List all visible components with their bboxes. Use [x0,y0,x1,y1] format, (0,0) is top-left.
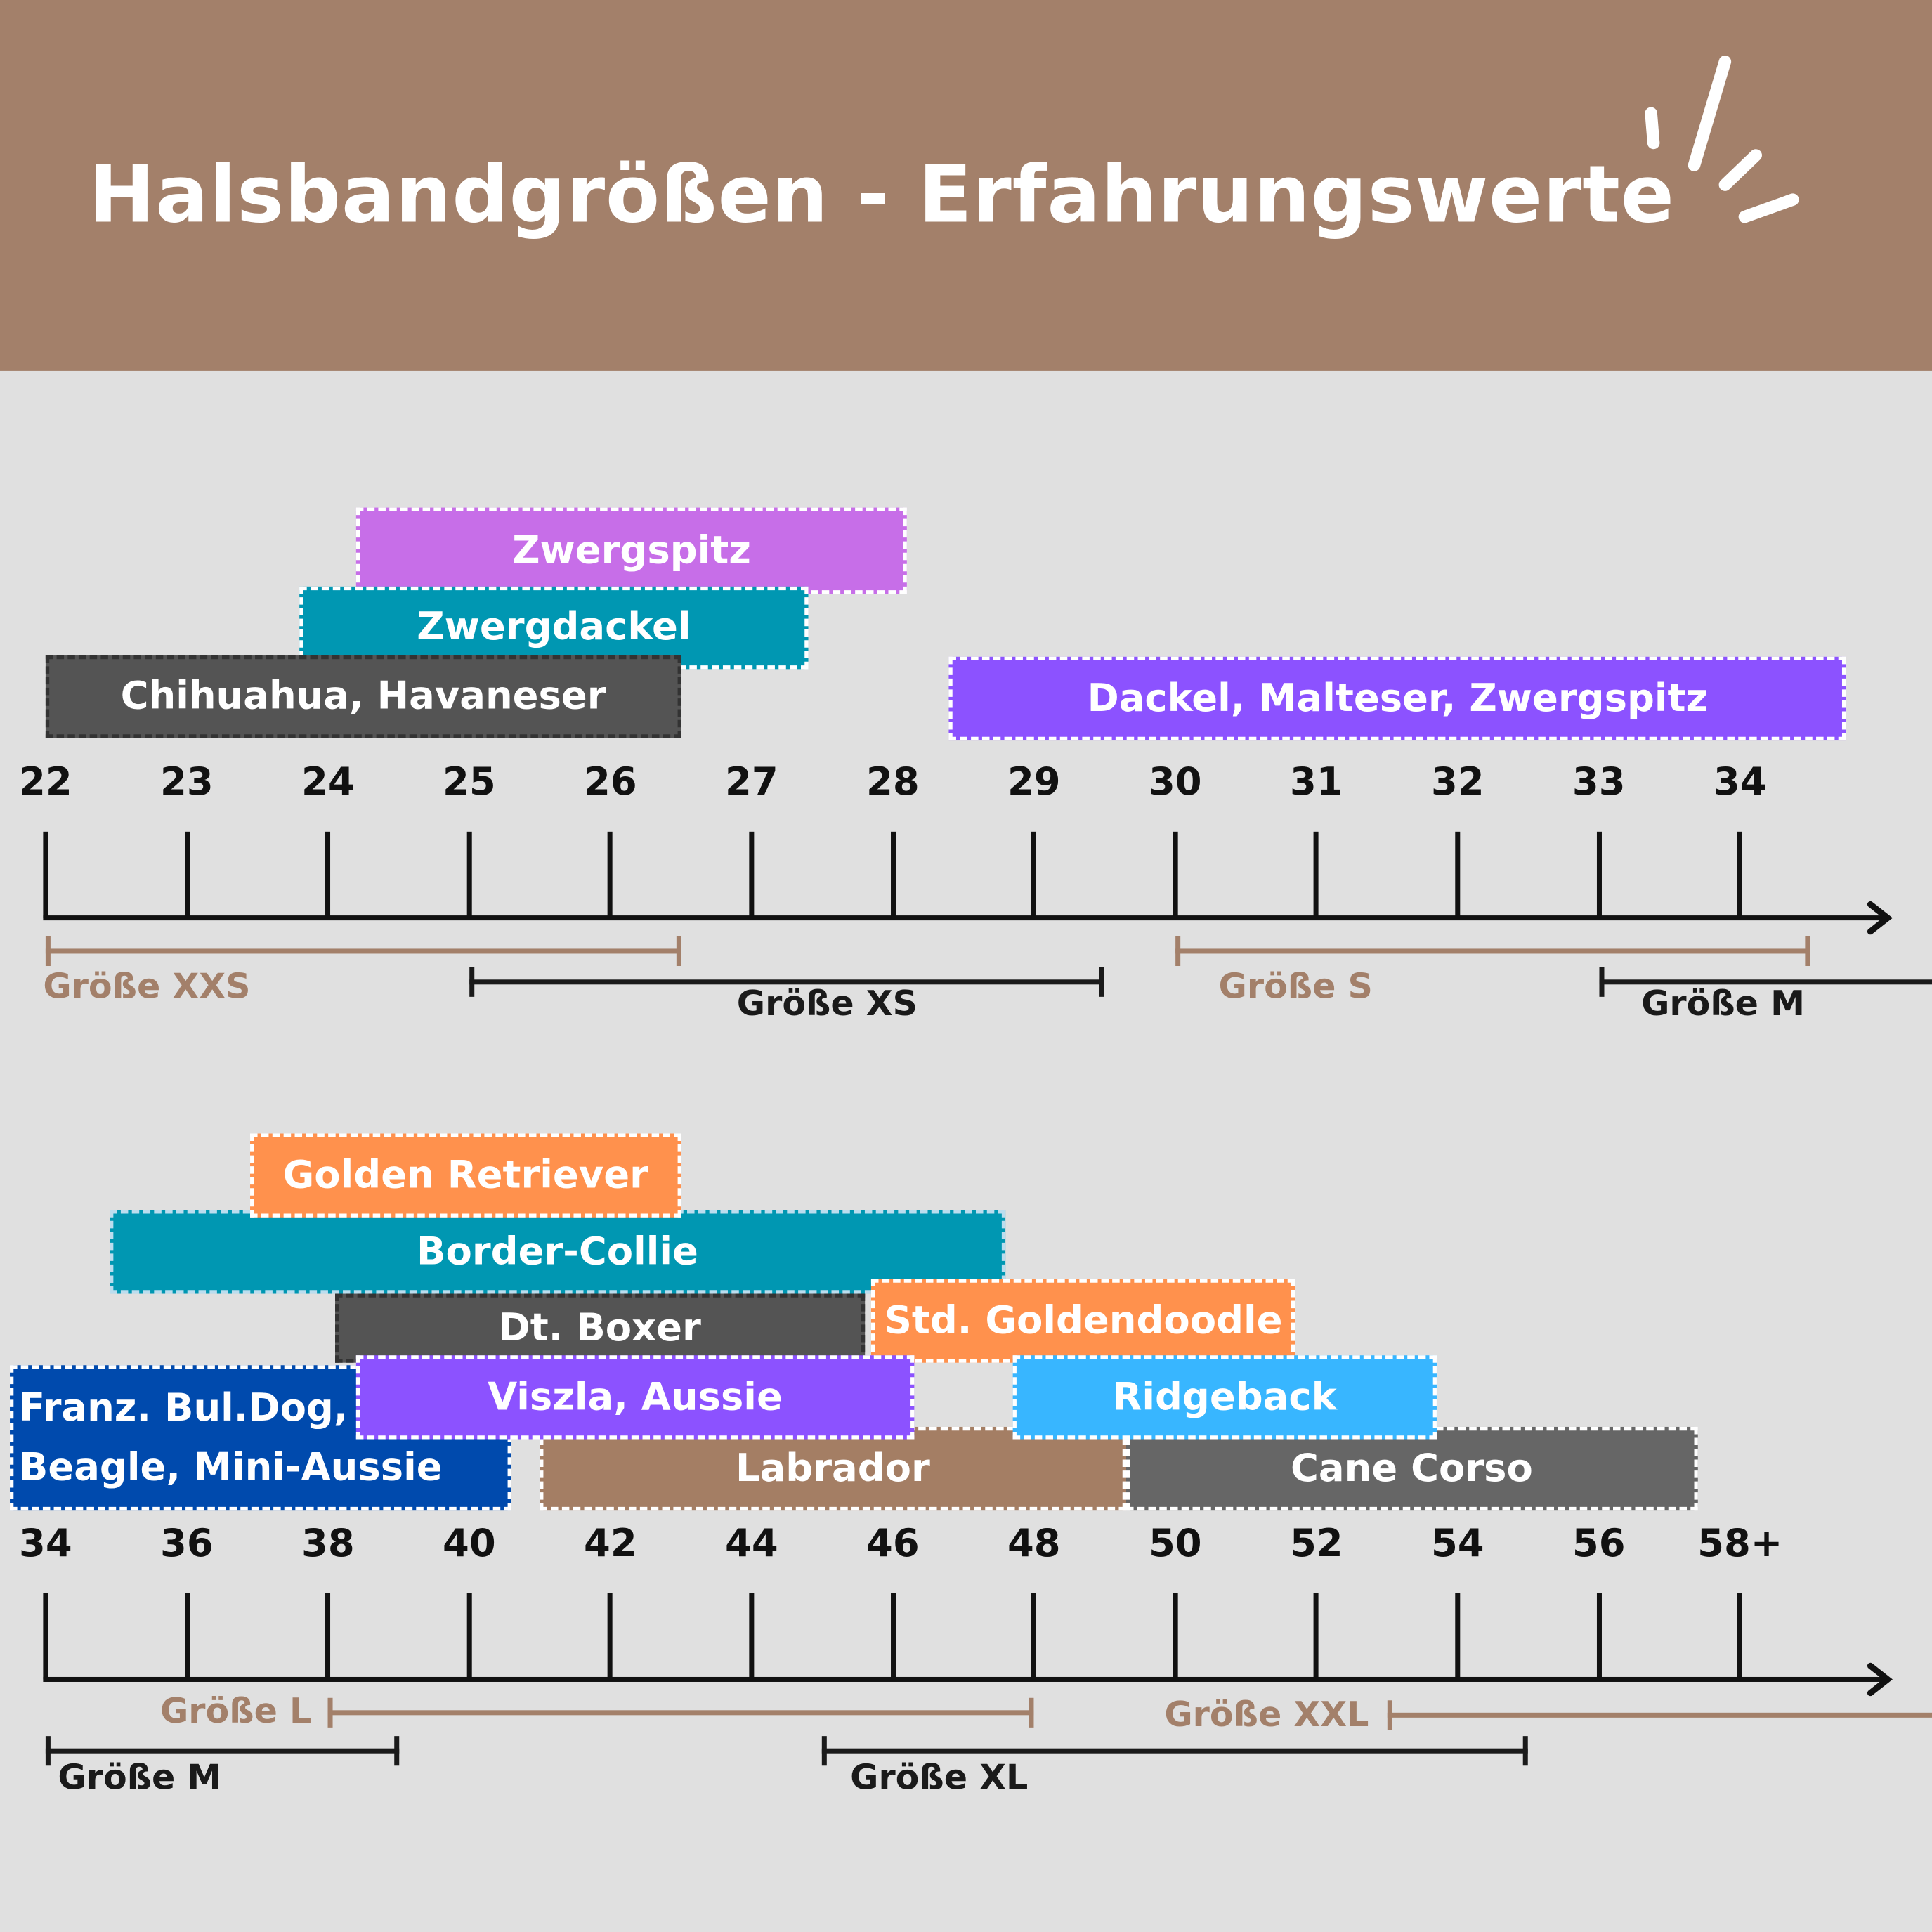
axis-tick [325,1593,331,1680]
breed-label: Dackel, Malteser, Zwergspitz [1087,676,1709,721]
breed-label: Border-Collie [417,1229,698,1274]
axis-line [43,1676,1886,1682]
breed-label: Zwergdackel [417,605,691,651]
tick-label: 26 [584,760,637,805]
tick-label: 31 [1289,760,1343,805]
header-banner: Halsbandgrößen - Erfahrungswerte [0,0,1932,371]
sparkle-icon [1645,55,1799,223]
breed-bar: Dt. Boxer [334,1293,865,1363]
tick-label: 27 [725,760,778,805]
tick-label: 23 [160,760,214,805]
breed-label: Std. Goldendoodle [884,1298,1283,1343]
tick-label: 50 [1148,1521,1202,1567]
axis-tick [1314,831,1319,918]
breed-bar: Std. Goldendoodle [871,1279,1295,1363]
axis-tick [749,831,755,918]
axis-tick [1455,1593,1461,1680]
axis-tick [43,1593,48,1680]
size-label: Größe M [1641,983,1805,1024]
breed-label: Ridgeback [1112,1375,1337,1420]
tick-label: 33 [1572,760,1626,805]
axis-tick [749,1593,755,1680]
tick-label: 32 [1430,760,1484,805]
axis-tick [466,1593,472,1680]
tick-label: 30 [1148,760,1202,805]
breed-bar: Dackel, Malteser, Zwergspitz [949,656,1846,741]
size-range-bracket [1175,936,1811,967]
size-label: Größe XXL [1164,1694,1369,1735]
breed-label: Golden Retriever [282,1153,648,1198]
tick-label: 24 [301,760,355,805]
tick-label: 58+ [1697,1521,1783,1567]
tick-label: 34 [1713,760,1767,805]
axis-tick [466,831,472,918]
size-label: Größe S [1218,966,1373,1007]
axis-tick [1173,831,1178,918]
axis-arrow-icon [1867,1662,1893,1697]
size-range-bracket [822,1736,1529,1766]
tick-label: 38 [301,1521,355,1567]
axis-tick [608,1593,613,1680]
tick-label: 25 [443,760,496,805]
breed-label: Chihuahua, Havaneser [120,674,606,719]
tick-label: 42 [584,1521,637,1567]
size-range-bracket [45,1736,399,1766]
tick-label: 28 [866,760,920,805]
axis-tick [1596,831,1602,918]
size-range-bracket [327,1697,1034,1728]
size-label: Größe XXS [43,966,251,1007]
breed-bar: Border-Collie [109,1210,1006,1294]
axis-tick [1596,1593,1602,1680]
size-range-bracket [1387,1700,1932,1730]
breed-label: Labrador [735,1446,930,1492]
axis-tick [608,831,613,918]
page-title: Halsbandgrößen - Erfahrungswerte [89,150,1675,242]
size-label: Größe XS [736,983,918,1024]
breed-bar: Viszla, Aussie [356,1355,914,1440]
tick-label: 52 [1289,1521,1343,1567]
breed-bar: Labrador [540,1426,1126,1511]
tick-label: 44 [725,1521,778,1567]
size-range-bracket [45,936,681,967]
axis-tick [890,1593,896,1680]
breed-label: Viszla, Aussie [488,1375,783,1420]
axis-tick [890,831,896,918]
axis-tick [325,831,331,918]
breed-label: Zwergspitz [512,528,751,573]
axis-tick [1737,831,1743,918]
axis-tick [1455,831,1461,918]
breed-bar: Cane Corso [1125,1426,1698,1511]
tick-label: 48 [1007,1521,1061,1567]
axis-tick [1173,1593,1178,1680]
size-range-bracket [469,967,1105,997]
size-label: Größe XL [850,1756,1029,1798]
size-range-bracket [1598,967,1932,997]
breed-bar: Golden Retriever [250,1133,681,1218]
tick-label: 56 [1572,1521,1626,1567]
tick-label: 54 [1430,1521,1484,1567]
size-label: Größe L [159,1690,312,1732]
breed-label: Dt. Boxer [498,1306,701,1351]
axis-tick [184,1593,190,1680]
breed-bar: Ridgeback [1012,1355,1437,1440]
breed-label: Franz. Bul.Dog, Beagle, Mini-Aussie [18,1385,443,1490]
axis-tick [1031,1593,1037,1680]
breed-bar: Chihuahua, Havaneser [45,655,681,738]
tick-label: 40 [443,1521,496,1567]
tick-label: 34 [19,1521,72,1567]
size-label: Größe M [58,1756,222,1798]
axis-arrow-icon [1867,901,1893,935]
axis-line [43,915,1886,921]
axis-tick [1031,831,1037,918]
tick-label: 46 [866,1521,920,1567]
breed-bar: Zwergspitz [356,507,907,594]
axis-tick [1737,1593,1743,1680]
axis-tick [1314,1593,1319,1680]
axis-tick [43,831,48,918]
tick-label: 22 [19,760,72,805]
tick-label: 29 [1007,760,1061,805]
tick-label: 36 [160,1521,214,1567]
breed-label: Cane Corso [1290,1446,1533,1492]
axis-tick [184,831,190,918]
